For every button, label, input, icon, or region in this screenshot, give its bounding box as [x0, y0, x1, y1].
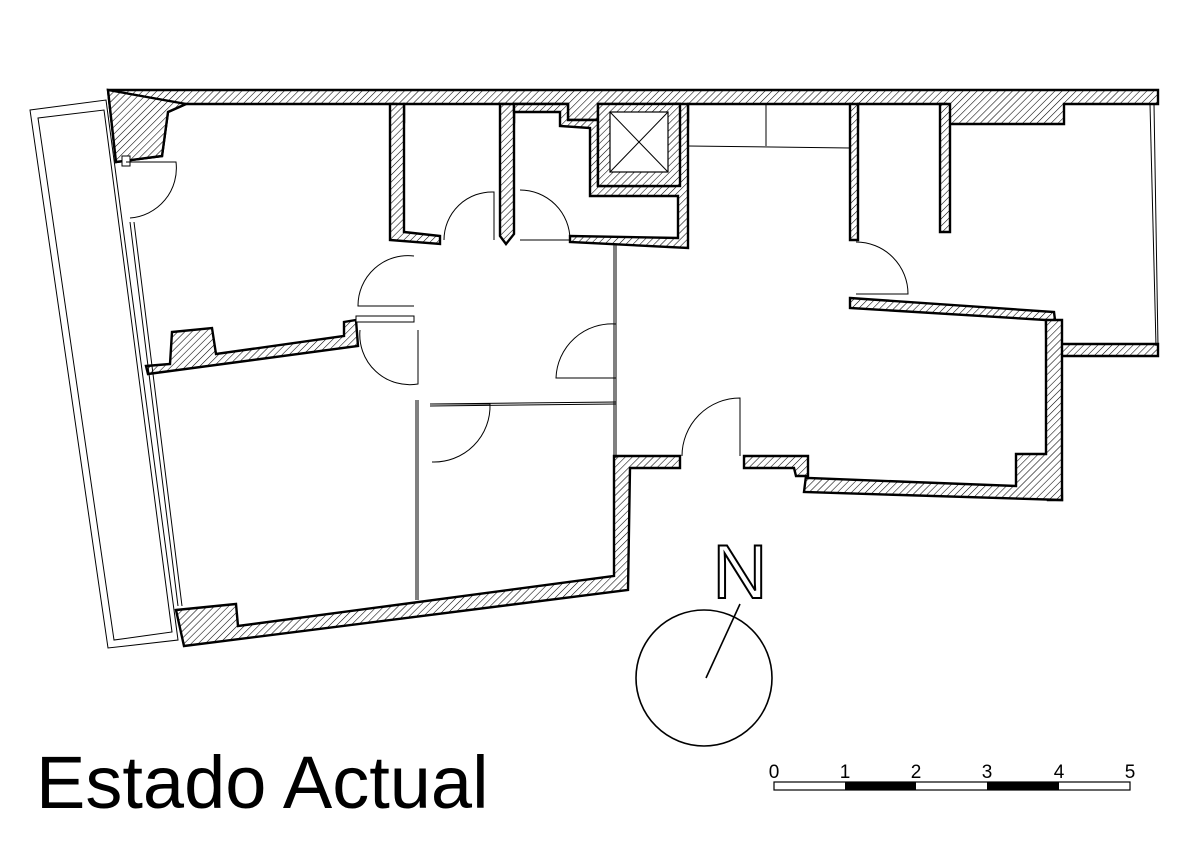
closet-wall-left [388, 102, 442, 246]
closet-wall-middle [498, 102, 516, 246]
north-label: N [713, 530, 768, 615]
right-stub-wall [938, 102, 952, 234]
walls [106, 88, 1160, 648]
scale-bar: 0 1 2 3 4 5 [769, 762, 1136, 791]
right-room-wall [848, 102, 860, 242]
bedroom-partition-wall [144, 318, 360, 376]
drawing-title: Estado Actual [36, 741, 489, 824]
scale-label-4: 4 [1054, 762, 1065, 783]
scale-label-0: 0 [769, 762, 780, 783]
living-north-wall [848, 296, 1160, 502]
thin-partitions [129, 103, 1159, 607]
scale-label-2: 2 [911, 762, 922, 783]
balcony-outline [29, 99, 179, 649]
bottom-exterior-wall [174, 454, 682, 648]
corner-pillar [106, 88, 191, 164]
scale-label-1: 1 [840, 762, 851, 783]
north-arrow: N [635, 529, 773, 747]
ventilation-shaft [596, 102, 682, 188]
doors [121, 155, 909, 463]
living-south-wall [742, 318, 1064, 502]
scale-label-3: 3 [982, 762, 993, 783]
scale-label-5: 5 [1125, 762, 1136, 783]
